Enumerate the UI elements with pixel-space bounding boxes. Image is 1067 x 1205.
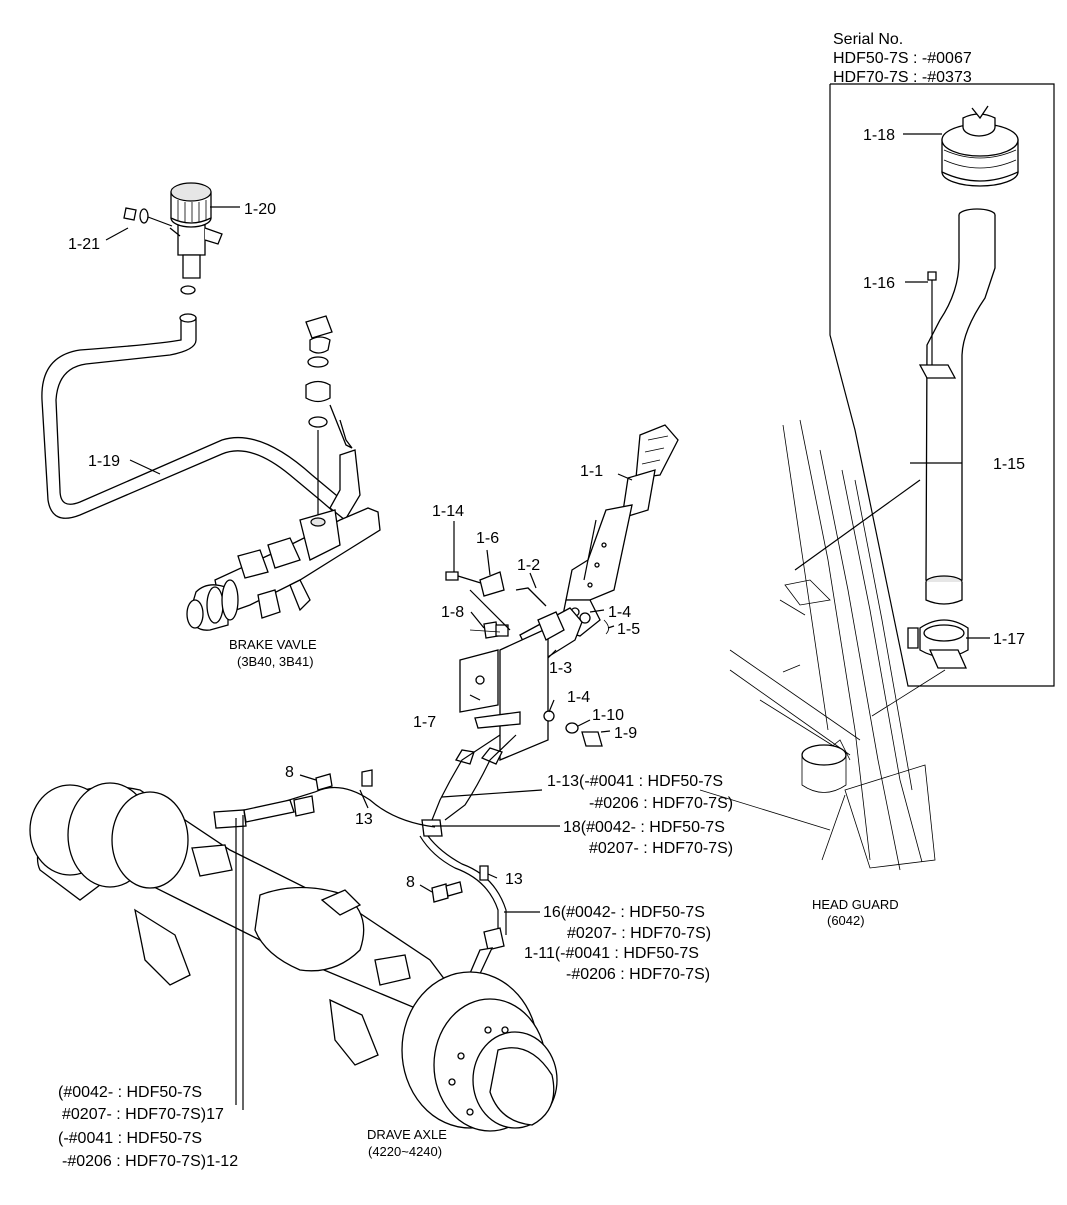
label-8-a: 8 [285,764,294,781]
bolt-1-21 [123,207,173,227]
head-guard-frame [699,419,946,871]
label-1-18: 1-18 [863,127,895,144]
multi-line-labels: 1-13(-#0041 : HDF50-7S -#0206 : HDF70-7S… [58,773,733,1170]
label-1-10: 1-10 [592,707,624,724]
label-1-11-line-1: 1-11(-#0041 : HDF50-7S [524,945,699,962]
label-16-line-2: #0207- : HDF70-7S) [567,925,711,942]
label-1-11-line-2: -#0206 : HDF70-7S) [566,966,710,983]
brake-valve-code: (3B40, 3B41) [237,654,314,669]
label-1-12-line-2: -#0206 : HDF70-7S)1-12 [62,1153,238,1170]
bolt-1-16 [927,271,937,365]
leader-lines [105,133,990,1110]
label-17-line-1: (#0042- : HDF50-7S [58,1084,202,1101]
label-1-20: 1-20 [244,201,276,218]
label-8-b: 8 [406,874,415,891]
drive-axle-caption: DRAVE AXLE [367,1127,447,1142]
label-13-a: 13 [355,811,373,828]
label-1-12-line-1: (-#0041 : HDF50-7S [58,1130,202,1147]
label-1-13-line-1: 1-13(-#0041 : HDF50-7S [547,773,723,790]
filler-pipe-1-15 [918,208,996,605]
part-labels: 1-1 1-2 1-3 1-4 1-4 1-5 1-6 1-7 1-8 1-9 … [68,127,1025,891]
label-1-16: 1-16 [863,275,895,292]
label-1-8: 1-8 [441,604,464,621]
label-1-2: 1-2 [517,557,540,574]
label-1-5: 1-5 [617,621,640,638]
head-guard-caption: HEAD GUARD [812,897,899,912]
serial-title: Serial No. [833,31,903,48]
label-1-19: 1-19 [88,453,120,470]
serial-line-2: HDF70-7S : -#0373 [833,69,972,86]
label-18-line-2: #0207- : HDF70-7S) [589,840,733,857]
label-1-6: 1-6 [476,530,499,547]
label-1-3: 1-3 [549,660,572,677]
label-1-4-b: 1-4 [567,689,590,706]
brake-valve [186,315,381,631]
label-1-9: 1-9 [614,725,637,742]
label-1-17: 1-17 [993,631,1025,648]
label-1-4-a: 1-4 [608,604,631,621]
brake-valve-caption: BRAKE VAVLE [229,637,317,652]
label-1-21: 1-21 [68,236,100,253]
reservoir-cap-1-18 [941,105,1019,187]
label-17-line-2: #0207- : HDF70-7S)17 [62,1106,224,1123]
serial-line-1: HDF50-7S : -#0067 [833,50,972,67]
serial-block: Serial No. HDF50-7S : -#0067 HDF70-7S : … [833,31,972,86]
label-13-b: 13 [505,871,523,888]
parking-cables [213,734,517,979]
label-1-14: 1-14 [432,503,464,520]
head-guard-code: (6042) [827,913,865,928]
drive-axle [29,782,558,1132]
drive-axle-code: (4220~4240) [368,1144,442,1159]
label-1-15: 1-15 [993,456,1025,473]
head-guard-leader [794,479,921,571]
small-parts [445,571,609,747]
serial-boundary-box [829,83,1055,687]
label-1-1: 1-1 [580,463,603,480]
label-1-13-line-2: -#0206 : HDF70-7S) [589,795,733,812]
label-18-line-1: 18(#0042- : HDF50-7S [563,819,725,836]
label-1-7: 1-7 [413,714,436,731]
brake-reservoir-1-20 [169,182,223,279]
label-16-line-1: 16(#0042- : HDF50-7S [543,904,705,921]
pipe-clamp-1-17 [907,619,969,669]
